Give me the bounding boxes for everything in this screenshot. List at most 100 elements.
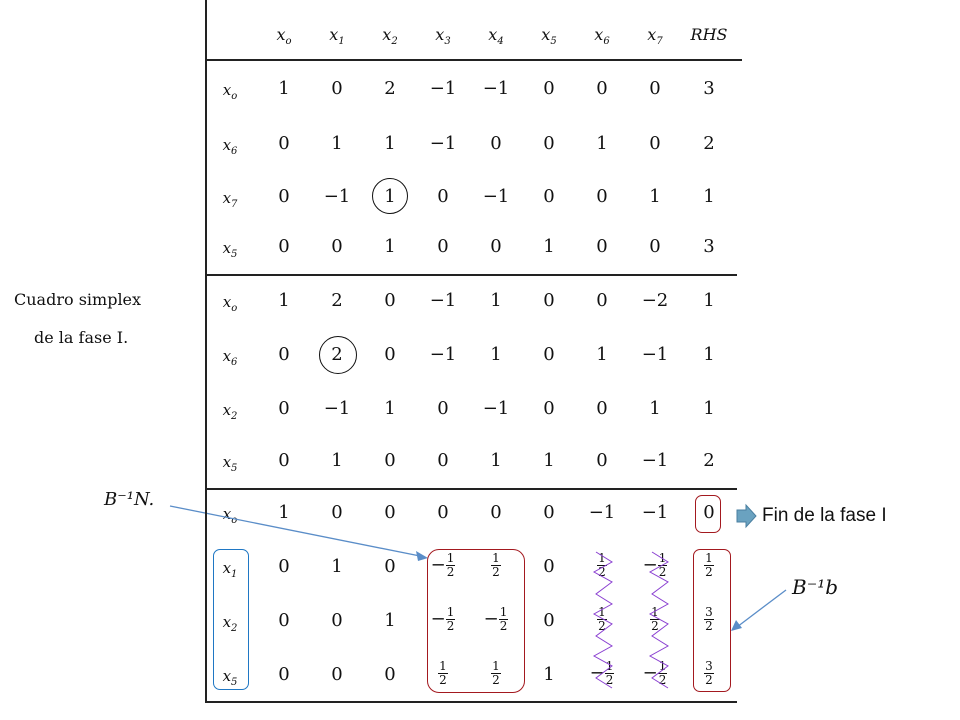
basis-box [213, 549, 249, 690]
table-cell: −1 [482, 398, 510, 419]
table-cell: 0 [490, 133, 502, 154]
table-cell: −1 [482, 78, 510, 99]
table-cell: 0 [331, 664, 343, 685]
table-cell: 1 [384, 133, 396, 154]
column-header: x6 [594, 25, 610, 48]
table-cell: 0 [384, 290, 396, 311]
table-cell: 0 [703, 502, 715, 523]
column-header: x1 [329, 25, 345, 48]
table-cell: 0 [649, 78, 661, 99]
block-rule-1 [205, 274, 737, 276]
row-label: x2 [222, 613, 238, 634]
row-label: x1 [222, 559, 238, 580]
table-cell: −1 [588, 502, 616, 523]
row-label: xo [222, 505, 238, 526]
table-cell: 0 [331, 502, 343, 523]
table-cell: −1 [482, 186, 510, 207]
table-cell: 2 [703, 450, 715, 471]
column-header: x5 [541, 25, 557, 48]
column-header: RHS [690, 25, 728, 44]
row-label: x6 [222, 347, 238, 368]
pivot-circle-2 [319, 336, 357, 374]
table-cell: 0 [437, 502, 449, 523]
table-cell: 1 [596, 133, 608, 154]
table-cell: −1 [323, 186, 351, 207]
table-cell: 1 [490, 290, 502, 311]
table-cell: 0 [649, 236, 661, 257]
table-cell: −1 [429, 344, 457, 365]
table-cell: 1 [543, 450, 555, 471]
table-cell: −1 [641, 344, 669, 365]
rhs-zero-box [695, 495, 721, 533]
column-header: xo [276, 25, 292, 48]
table-cell: 0 [278, 186, 290, 207]
table-cell: 0 [384, 502, 396, 523]
caption-line-1: Cuadro simplex [14, 290, 142, 309]
table-cell: 0 [437, 236, 449, 257]
table-cell: 0 [543, 290, 555, 311]
table-cell: 0 [543, 610, 555, 631]
table-cell: 1 [649, 186, 661, 207]
table-cell: 1 [596, 344, 608, 365]
binv-b-box [693, 549, 731, 692]
pivot-circle-1 [372, 178, 408, 214]
zigzag-scribble-x7 [648, 551, 669, 689]
table-cell: 0 [278, 236, 290, 257]
caption-line-2: de la fase I. [34, 328, 129, 347]
table-cell: 1 [490, 450, 502, 471]
table-cell: 0 [278, 610, 290, 631]
binv-n-arrow [169, 505, 428, 561]
table-cell: 0 [543, 398, 555, 419]
table-cell: 2 [384, 78, 396, 99]
table-cell: 0 [490, 502, 502, 523]
table-cell: 1 [384, 236, 396, 257]
table-cell: 0 [331, 78, 343, 99]
table-cell: −1 [641, 450, 669, 471]
table-cell: −2 [641, 290, 669, 311]
table-cell: 1 [703, 290, 715, 311]
right-arrow-icon [736, 503, 757, 529]
table-cell: 1 [543, 236, 555, 257]
table-cell: 0 [543, 556, 555, 577]
table-cell: 0 [490, 236, 502, 257]
row-label: x5 [222, 239, 238, 260]
row-label: x5 [222, 667, 238, 688]
table-cell: 0 [384, 556, 396, 577]
table-cell: 0 [278, 398, 290, 419]
table-cell: 1 [384, 398, 396, 419]
table-cell: 1 [490, 344, 502, 365]
table-cell: 0 [278, 133, 290, 154]
table-cell: 0 [331, 236, 343, 257]
table-cell: 0 [596, 186, 608, 207]
table-cell: 0 [384, 450, 396, 471]
table-cell: 0 [596, 290, 608, 311]
binv-b-label: B⁻¹b [792, 575, 839, 599]
column-header: x7 [647, 25, 663, 48]
row-label: xo [222, 293, 238, 314]
row-label: x2 [222, 401, 238, 422]
table-cell: 0 [596, 78, 608, 99]
table-cell: 0 [384, 664, 396, 685]
zigzag-scribble-x6 [592, 551, 613, 689]
column-header: x2 [382, 25, 398, 48]
table-cell: 1 [543, 664, 555, 685]
table-cell: −1 [429, 133, 457, 154]
table-cell: 0 [543, 78, 555, 99]
header-rule [205, 59, 742, 61]
table-cell: 1 [278, 290, 290, 311]
table-cell: 0 [596, 398, 608, 419]
table-cell: 1 [703, 186, 715, 207]
table-cell: −1 [429, 78, 457, 99]
column-header: x3 [435, 25, 451, 48]
table-cell: −1 [429, 290, 457, 311]
